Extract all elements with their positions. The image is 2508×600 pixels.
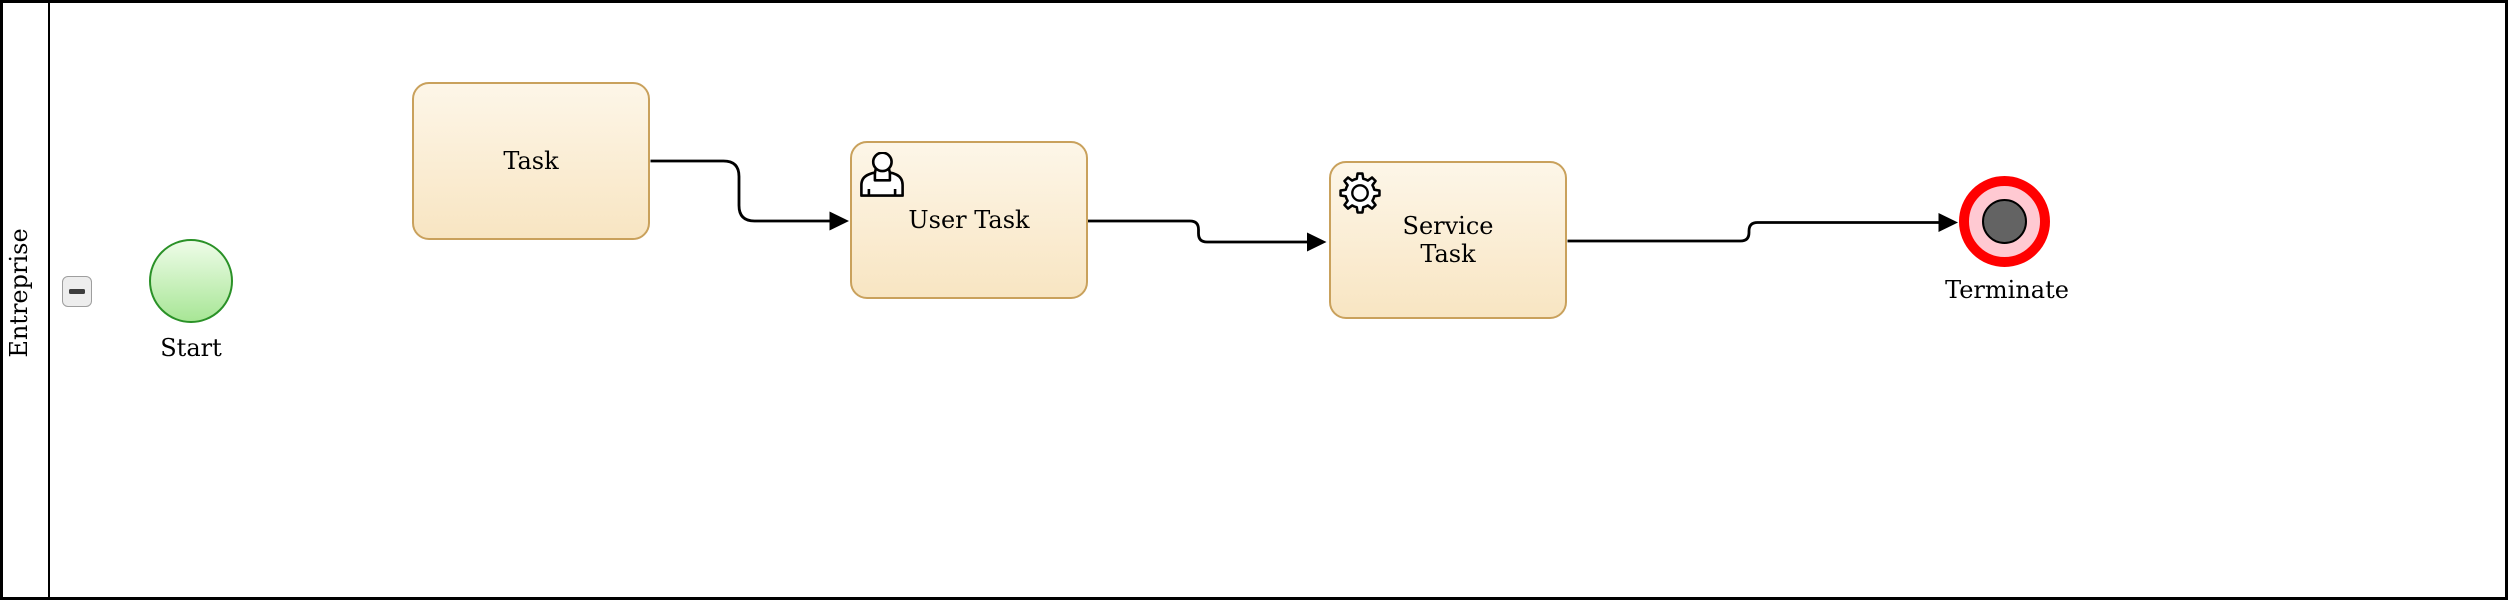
- flow-user-task-to-service-task[interactable]: [1088, 219, 1327, 252]
- flow-task-to-user-task[interactable]: [650, 159, 850, 231]
- arrowhead-icon: [829, 211, 849, 231]
- pool-label: Entreprise: [5, 228, 33, 358]
- arrowhead-icon: [1307, 232, 1327, 252]
- user-icon: [859, 151, 904, 197]
- pool-header[interactable]: Entreprise: [3, 3, 50, 597]
- flow-service-task-to-terminate[interactable]: [1567, 213, 1959, 243]
- task-label: Task: [503, 146, 559, 175]
- start-event[interactable]: [148, 238, 233, 323]
- terminate-event-label: Terminate: [1945, 275, 2069, 304]
- task-node[interactable]: Task: [412, 81, 650, 240]
- user-task-label: User Task: [908, 206, 1030, 234]
- minus-icon: [69, 289, 85, 294]
- arrowhead-icon: [1938, 213, 1958, 232]
- edges-layer: [650, 159, 1959, 252]
- pool-collapse-button[interactable]: [62, 276, 92, 307]
- user-task-node[interactable]: User Task: [850, 141, 1088, 299]
- terminate-end-event[interactable]: [1958, 175, 2050, 267]
- terminate-inner-circle: [1981, 198, 2027, 244]
- gear-icon: [1338, 171, 1381, 214]
- start-event-label: Start: [160, 333, 222, 362]
